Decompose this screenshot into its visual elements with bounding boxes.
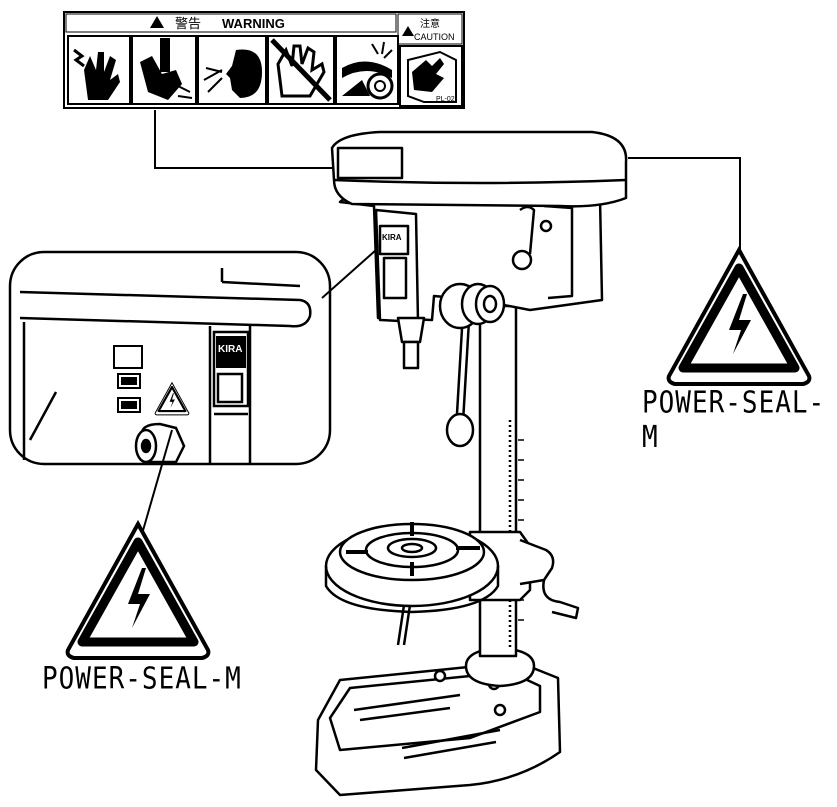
caution-jp-text: 注意 [420, 17, 440, 30]
caution-triangle-icon [402, 26, 414, 36]
feed-handle-knob-bottom [445, 412, 475, 448]
right-seal-leader [628, 157, 741, 250]
electric-shock-hand-icon [67, 35, 131, 105]
right-high-voltage-icon [669, 250, 810, 384]
no-gloves-icon [267, 35, 335, 105]
drill-chuck [402, 340, 420, 370]
read-manual-icon: PL-02 [399, 45, 463, 107]
top-cover-window [336, 146, 404, 180]
entanglement-icon [335, 35, 399, 105]
left-seal-label: POWER-SEAL-M [42, 662, 242, 697]
detail-callout: KIRA [8, 249, 377, 466]
left-seal-leader [141, 429, 173, 535]
drill-press: KIRA [314, 130, 628, 797]
left-high-voltage-icon [68, 524, 209, 658]
eye-protection-icon [197, 35, 267, 105]
detail-badge [216, 336, 246, 368]
warning-triangle-icon [150, 16, 164, 28]
depth-stop-knob [511, 249, 533, 271]
caution-en-text: CAUTION [414, 32, 455, 42]
warning-jp-text: 警告 [175, 16, 201, 32]
drill-badge-plate [378, 224, 410, 256]
drill-base [314, 660, 562, 797]
table-crank [542, 579, 580, 620]
detail-crank [134, 422, 186, 464]
label-code: PL-02 [436, 96, 455, 103]
warning-label: 警告 WARNING 注意 CAUTION [63, 11, 465, 109]
right-seal-label: POWER-SEAL-M [642, 386, 826, 455]
pilot-lamp [113, 345, 143, 369]
warning-en-text: WARNING [222, 16, 285, 31]
drill-badge-brand: KIRA [382, 233, 402, 242]
detail-badge-brand: KIRA [218, 344, 242, 355]
top-cover [330, 130, 628, 208]
rotating-part-hand-icon [131, 35, 197, 105]
label-leader-line [154, 110, 334, 169]
